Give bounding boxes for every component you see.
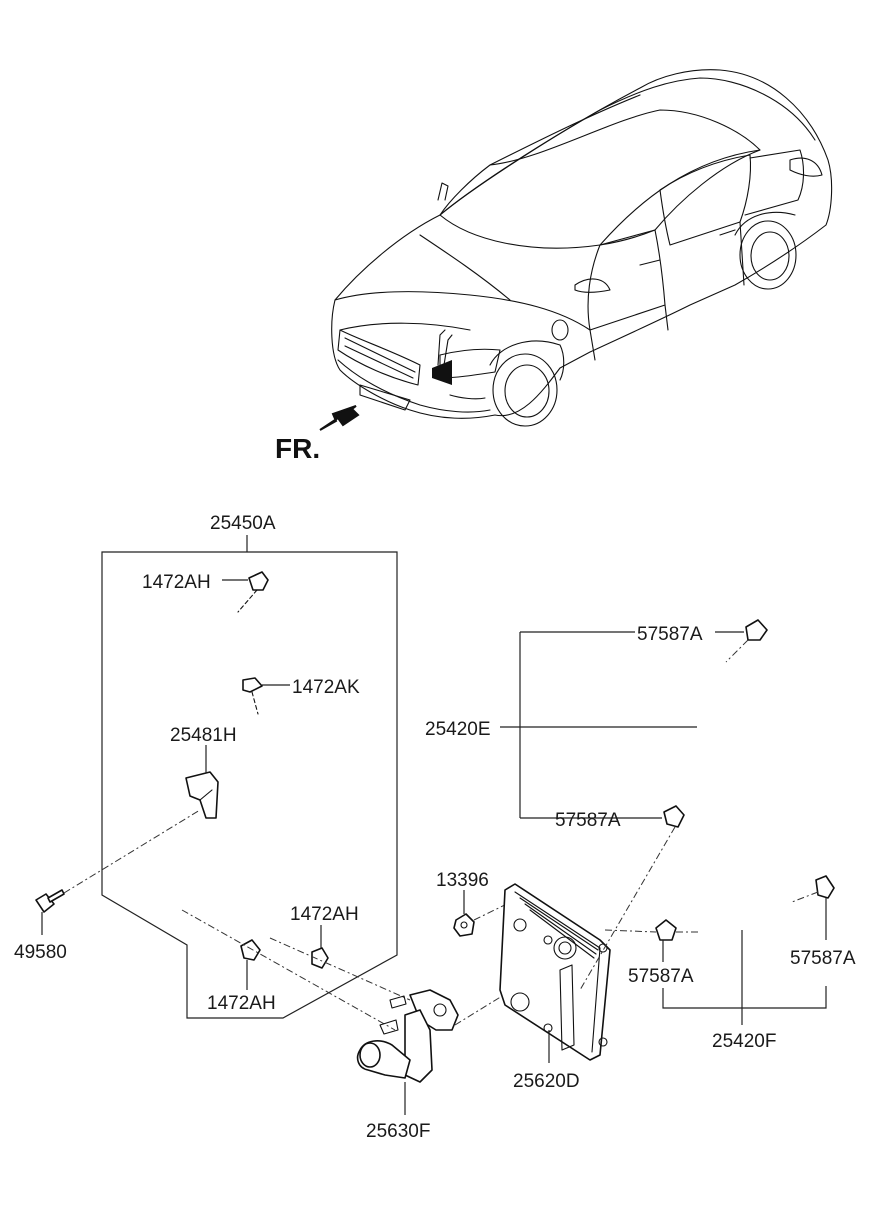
clamp-icon (242, 677, 263, 715)
bolt-group: 49580 (14, 809, 201, 963)
label-49580: 49580 (14, 942, 67, 963)
label-1472AH-lower-left: 1472AH (207, 993, 276, 1014)
thermostat-housing-group: 25630F (356, 989, 459, 1142)
front-arrow-icon (319, 405, 360, 431)
clamp-icon (655, 919, 677, 941)
label-1472AH-lower-right: 1472AH (290, 904, 359, 925)
label-1472AK: 1472AK (292, 677, 360, 698)
label-1472AH-top: 1472AH (142, 572, 211, 593)
label-57587A-lower-left: 57587A (628, 966, 694, 987)
bolt-icon (35, 889, 65, 913)
label-57587A-lower-right: 57587A (790, 948, 856, 969)
clamp-icon (663, 805, 685, 828)
label-25420E: 25420E (425, 719, 491, 740)
label-25420F: 25420F (712, 1031, 776, 1052)
front-label: FR. (275, 433, 320, 464)
label-13396: 13396 (436, 870, 489, 891)
label-25481H: 25481H (170, 725, 237, 746)
bracket-icon (185, 771, 219, 819)
clamp-icon (240, 939, 261, 961)
label-57587A-upper-bottom: 57587A (555, 810, 621, 831)
clamp-icon (311, 947, 329, 969)
clamp-icon (815, 875, 835, 899)
hose-kit-group: 25450A 1472AH 1472AK 25481H (101, 513, 398, 1019)
clamp-icon (237, 571, 269, 613)
nut-icon (453, 913, 475, 937)
label-25620D: 25620D (513, 1071, 580, 1092)
oil-cooler-icon (499, 883, 611, 1061)
label-25450A: 25450A (210, 513, 276, 534)
upper-hose-group: 57587A 25420E 57587A (425, 619, 768, 991)
label-25630F: 25630F (366, 1121, 430, 1142)
thermostat-housing-icon (356, 989, 459, 1083)
oil-cooler-group: 25620D (499, 883, 611, 1092)
clamp-icon (745, 619, 768, 641)
label-57587A-upper-top: 57587A (637, 624, 703, 645)
vehicle-illustration (331, 69, 833, 427)
nut-group: 13396 (436, 870, 516, 937)
front-direction-indicator: FR. (275, 405, 360, 464)
lower-hose-group: 57587A 57587A 25420F (604, 875, 856, 1052)
